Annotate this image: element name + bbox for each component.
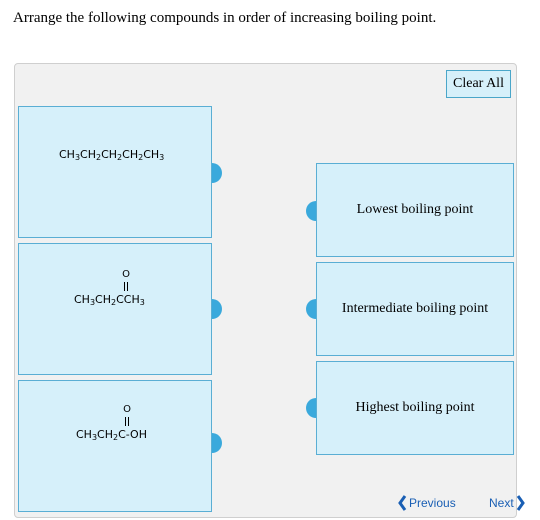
compound-formula: CH3CH2C-OH [76,428,147,442]
drag-handle-tab[interactable] [212,163,222,183]
compound-card-butanone[interactable]: O CH3CH2CCH3 [18,243,212,375]
chevron-left-icon [398,495,407,511]
compound-formula: CH3CH2CH2CH2CH3 [59,148,165,162]
previous-button[interactable]: Previous [398,494,456,512]
double-bond [125,417,129,426]
drag-handle-tab[interactable] [212,299,222,319]
drop-target-tab[interactable] [306,398,316,418]
drop-target-tab[interactable] [306,201,316,221]
target-intermediate-boiling-point[interactable]: Intermediate boiling point [316,262,514,356]
next-button[interactable]: Next [489,494,525,512]
question-text: Arrange the following compounds in order… [13,10,437,26]
clear-all-button[interactable]: Clear All [446,70,511,98]
next-label: Next [489,496,514,510]
drag-handle-tab[interactable] [212,433,222,453]
chevron-right-icon [516,495,525,511]
compound-formula: CH3CH2CCH3 [74,293,145,307]
target-highest-boiling-point[interactable]: Highest boiling point [316,361,514,455]
previous-label: Previous [409,496,456,510]
target-lowest-boiling-point[interactable]: Lowest boiling point [316,163,514,257]
compound-card-propanoic-acid[interactable]: O CH3CH2C-OH [18,380,212,512]
drop-target-tab[interactable] [306,299,316,319]
oxygen-atom: O [122,269,130,280]
oxygen-atom: O [123,404,131,415]
compound-card-pentane[interactable]: CH3CH2CH2CH2CH3 [18,106,212,238]
double-bond [124,282,128,291]
